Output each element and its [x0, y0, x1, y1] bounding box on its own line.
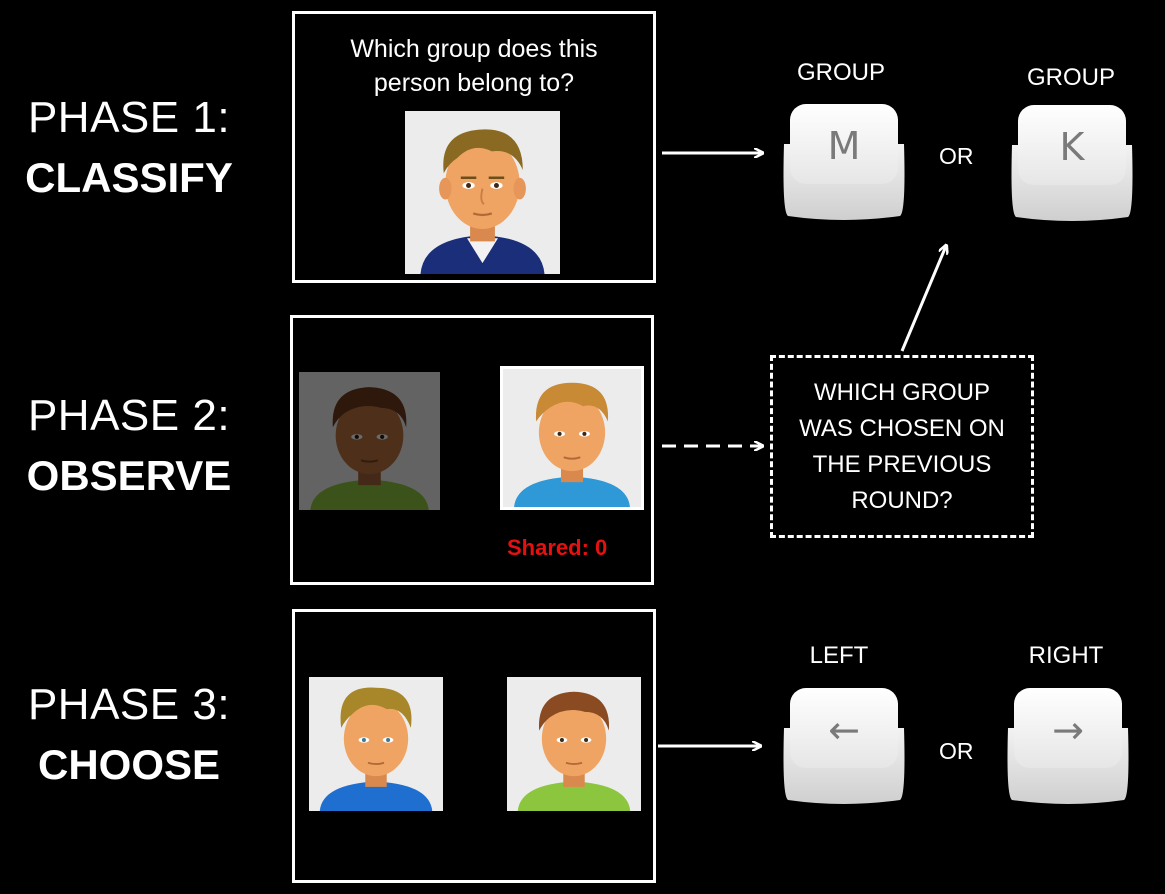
question-line-1: Which group does this	[350, 35, 598, 63]
left-label: LEFT	[809, 642, 869, 669]
note-line-4: ROUND?	[851, 486, 953, 514]
phase-1-action: CLASSIFY	[25, 154, 233, 201]
keycap-shape	[783, 104, 905, 220]
key-m-glyph: M	[827, 124, 861, 168]
keycap-shape	[1007, 688, 1129, 804]
question-line-2: person belong to?	[373, 69, 575, 97]
right-label: RIGHT	[1028, 642, 1104, 669]
phase-1-label: PHASE 1: CLASSIFY	[0, 88, 258, 208]
note-line-3: THE PREVIOUS	[812, 450, 992, 478]
or-text-phase-1: OR	[939, 143, 974, 169]
face-avatar-blonde-blue-left	[309, 677, 443, 811]
arrow-note-to-key-k	[900, 246, 946, 352]
phase-3-label: PHASE 3: CHOOSE	[0, 675, 258, 795]
key-right-arrow[interactable]: →	[1002, 684, 1134, 806]
face-avatar-blonde-navy	[405, 111, 560, 274]
phase-2-number: PHASE 2:	[27, 391, 231, 440]
phase-2-action: OBSERVE	[26, 452, 232, 499]
previous-round-note: WHICH GROUP WAS CHOSEN ON THE PREVIOUS R…	[770, 355, 1034, 538]
right-arrow-icon: →	[1052, 708, 1084, 752]
face-avatar-blonde-blue-selected	[500, 366, 644, 510]
phase-2-screen: Shared: 0	[290, 315, 654, 585]
phase-1-number: PHASE 1:	[27, 93, 231, 142]
group-label-m: GROUP	[796, 59, 885, 86]
phase-3-action: CHOOSE	[37, 741, 221, 788]
keycap-shape	[1011, 105, 1133, 221]
left-arrow-icon: ←	[828, 708, 860, 752]
face-avatar-brown-green-dimmed	[299, 372, 440, 510]
face-avatar-brown-green-right	[507, 677, 641, 811]
classify-question: Which group does this person belong to?	[295, 32, 653, 100]
phase-3-screen	[292, 609, 656, 883]
key-k-glyph: K	[1059, 125, 1085, 169]
note-line-2: WAS CHOSEN ON	[799, 414, 1005, 442]
phase-1-screen: Which group does this person belong to?	[292, 11, 656, 283]
key-left-arrow[interactable]: ←	[778, 684, 910, 806]
note-line-1: WHICH GROUP	[813, 378, 990, 406]
keycap-shape	[783, 688, 905, 804]
key-m[interactable]: M	[778, 100, 910, 222]
or-text-phase-3: OR	[939, 738, 974, 764]
key-k[interactable]: K	[1006, 101, 1138, 223]
phase-3-number: PHASE 3:	[27, 680, 231, 729]
shared-counter: Shared: 0	[507, 535, 608, 560]
phase-2-label: PHASE 2: OBSERVE	[0, 386, 258, 506]
group-label-k: GROUP	[1026, 64, 1115, 91]
